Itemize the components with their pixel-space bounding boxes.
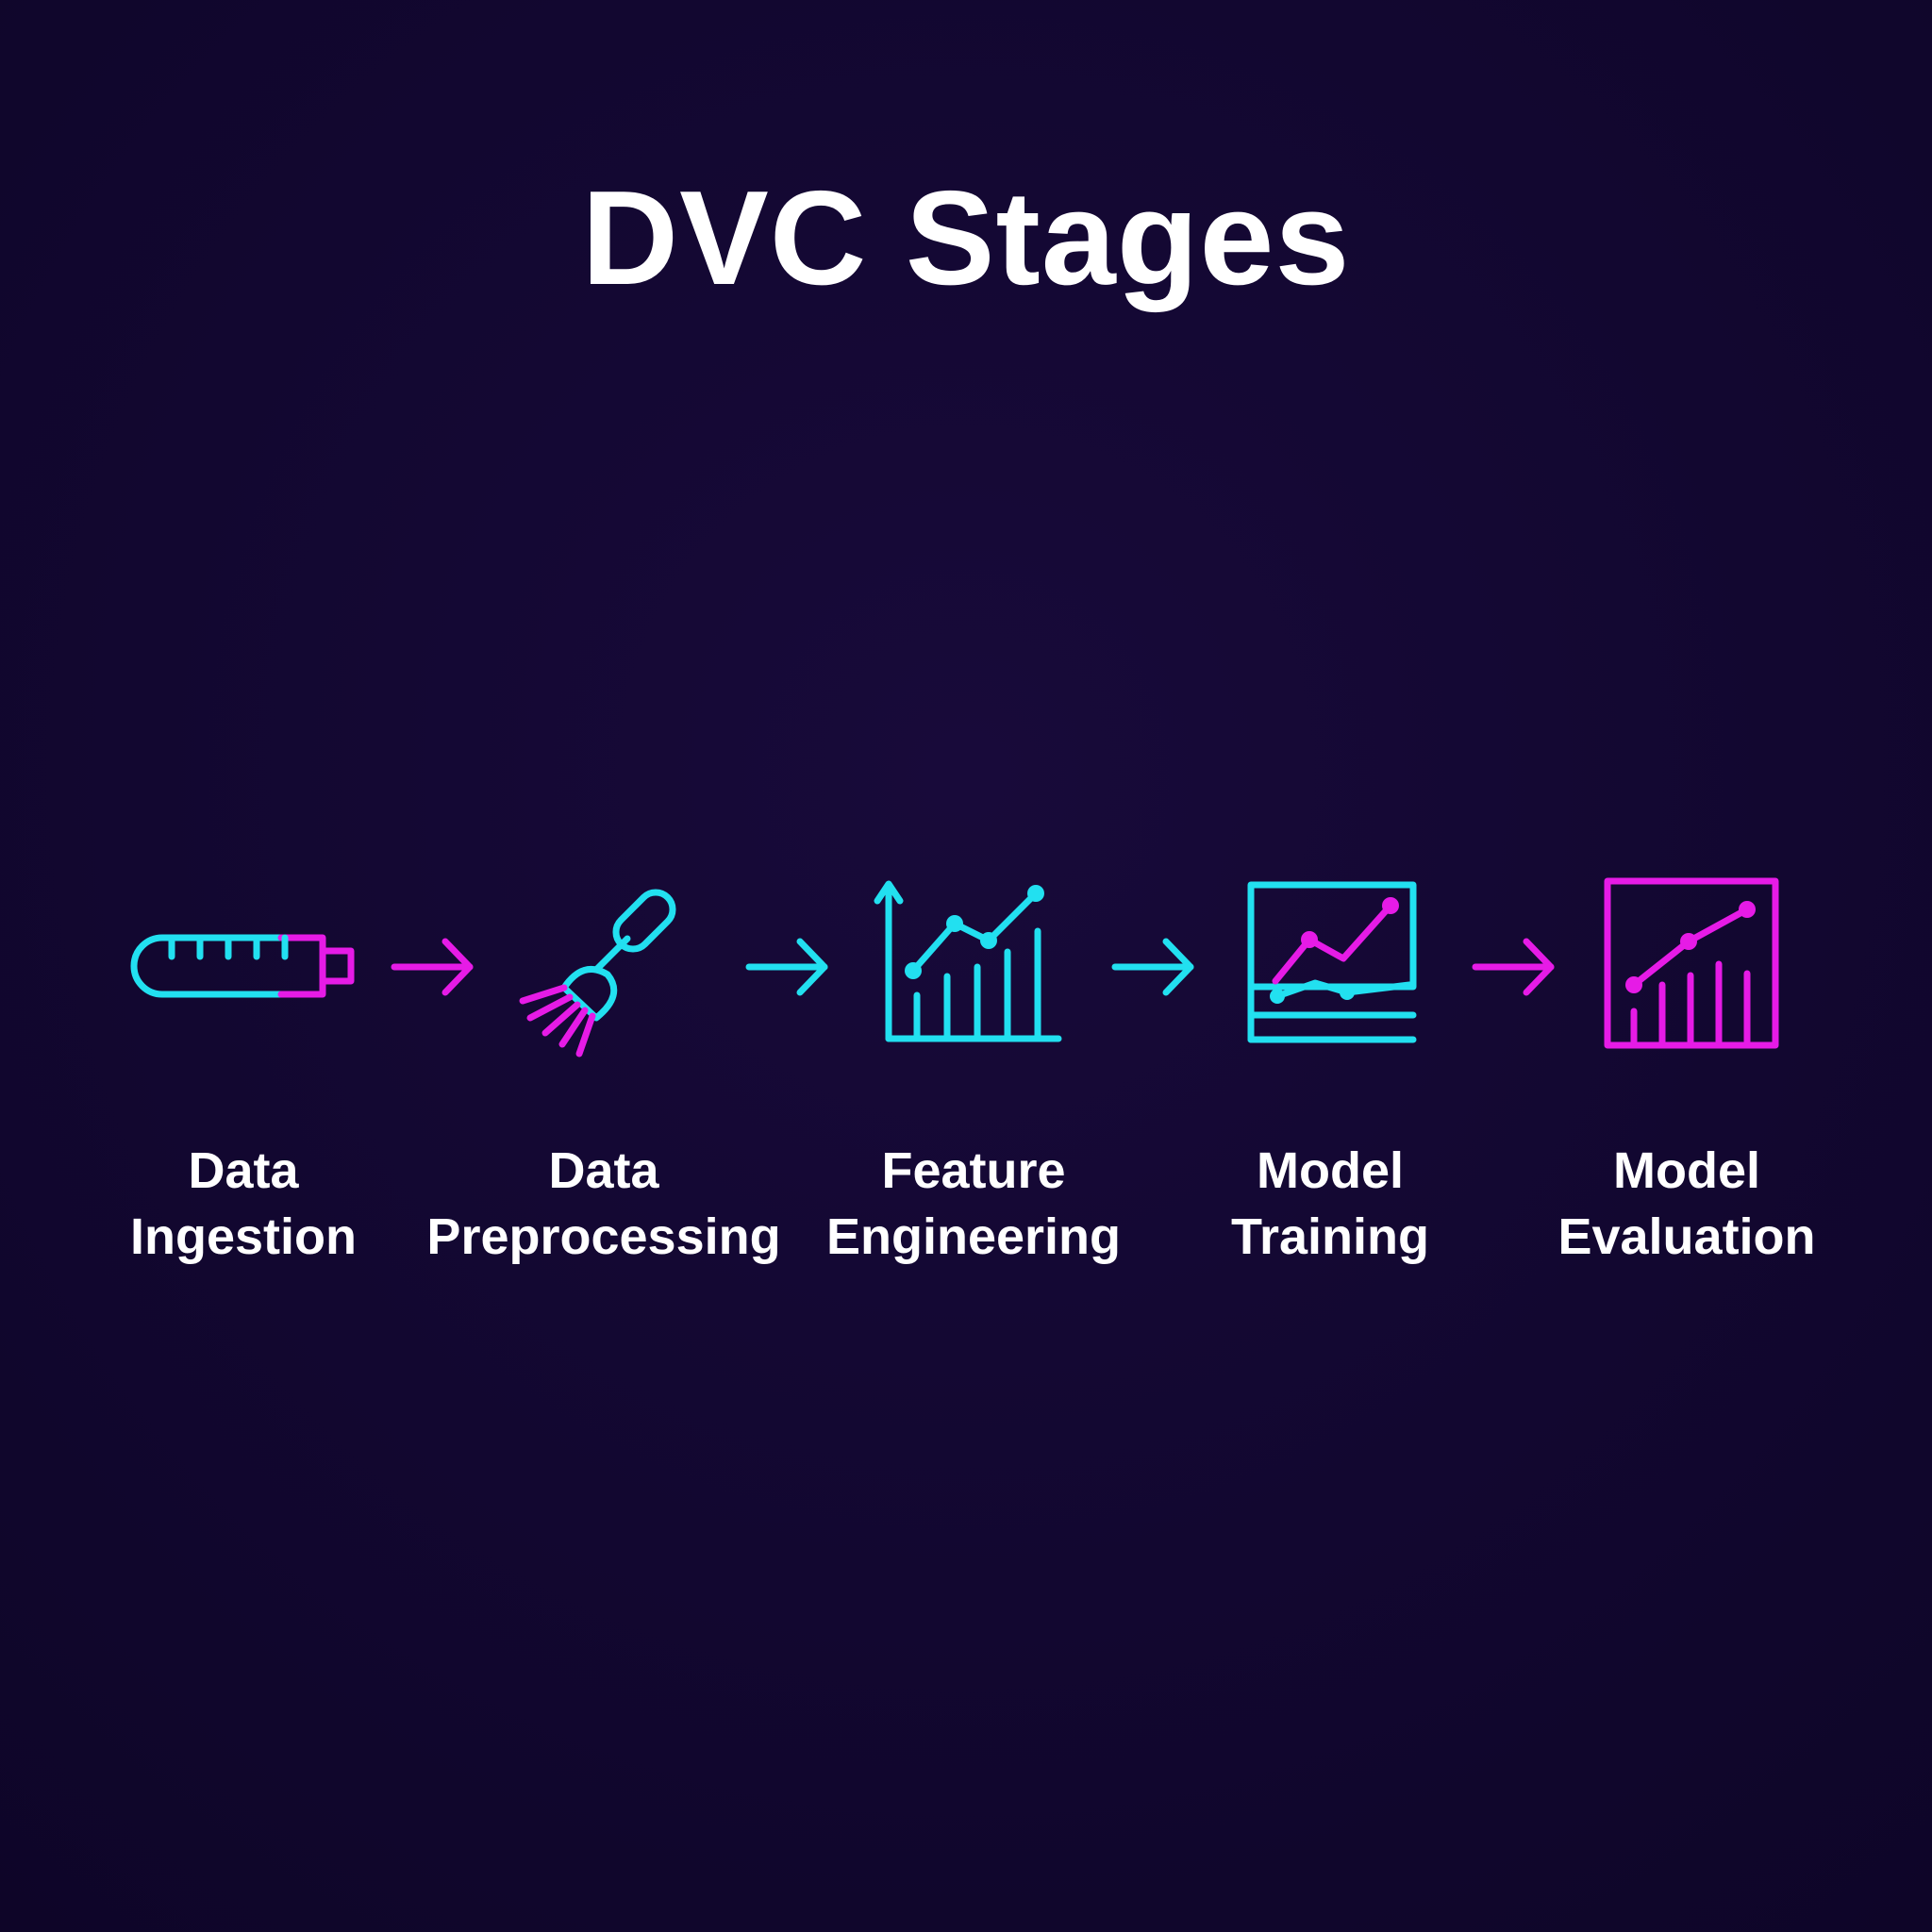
stage-label-line2: Evaluation [1557,1208,1816,1265]
arrow-right-icon [745,938,828,996]
stage-label-line1: Model [1256,1142,1404,1199]
stage-label-line1: Data [548,1142,659,1199]
stage-label-model-training: Model Training [1231,1138,1429,1270]
stage-label-feature-engineering: Feature Engineering [826,1138,1121,1270]
page-title: DVC Stages [581,163,1351,313]
stage-label-line2: Preprocessing [426,1208,781,1265]
stage-label-line2: Training [1230,1208,1430,1265]
arrow-right-icon [391,938,474,996]
stage-label-line1: Data [188,1142,299,1199]
stage-label-line2: Ingestion [130,1208,357,1265]
arrow-right-icon [1111,938,1194,996]
thermometer-icon [130,934,355,998]
stage-label-data-ingestion: Data Ingestion [130,1138,357,1270]
stage-label-model-evaluation: Model Evaluation [1557,1138,1815,1270]
monitor-chart-icon [1247,881,1417,1043]
stage-label-data-preprocessing: Data Preprocessing [426,1138,780,1270]
broom-icon [519,889,676,1058]
stage-label-line1: Feature [881,1142,1066,1199]
framed-chart-icon [1604,877,1779,1049]
stage-label-line2: Engineering [825,1208,1122,1265]
arrow-right-icon [1472,938,1555,996]
line-bar-chart-icon [874,880,1062,1042]
stage-label-line1: Model [1613,1142,1760,1199]
